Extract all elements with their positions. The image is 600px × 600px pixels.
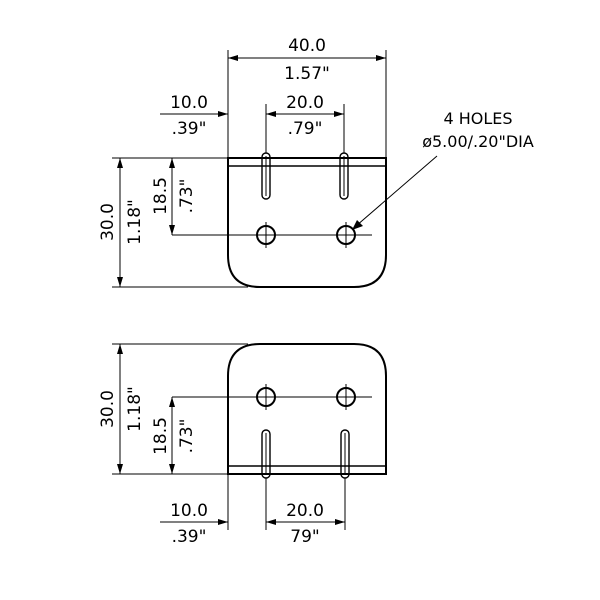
dim-edge-offset-mm-top: 10.0 [170, 93, 208, 113]
bottom-view [172, 343, 387, 479]
dim-height-mm-top: 30.0 [98, 203, 118, 241]
dim-width-top: 40.0 1.57" [228, 36, 386, 84]
dim-hole-height-mm-top: 18.5 [151, 177, 171, 215]
holes-note-line1: 4 HOLES [443, 109, 512, 128]
dim-hole-spacing-top: 20.0 .79" [266, 93, 344, 139]
dim-width-in: 1.57" [284, 64, 330, 84]
dim-hole-spacing-mm-bottom: 20.0 [286, 501, 324, 521]
dim-hole-height-top: 18.5 .73" [151, 158, 197, 235]
top-bracket-outline [227, 157, 387, 288]
dim-width-mm: 40.0 [288, 36, 326, 56]
top-view [172, 152, 387, 288]
dim-hole-spacing-mm-top: 20.0 [286, 93, 324, 113]
dim-edge-offset-in-top: .39" [172, 119, 207, 139]
holes-note: 4 HOLES ø5.00/.20"DIA [352, 109, 534, 230]
holes-note-leader-arrow [352, 220, 363, 230]
dim-edge-offset-in-bottom: .39" [172, 527, 207, 547]
dim-hole-height-in-bottom: .73" [177, 419, 197, 454]
dim-edge-offset-top: 10.0 .39" [160, 93, 228, 139]
dim-hole-height-bottom: 18.5 .73" [151, 397, 197, 474]
holes-note-leader [355, 155, 438, 227]
dim-height-top: 30.0 1.18" [98, 158, 145, 287]
dim-edge-offset-mm-bottom: 10.0 [170, 501, 208, 521]
dim-height-in-bottom: 1.18" [125, 386, 145, 432]
dim-hole-spacing-in-top: .79" [288, 119, 323, 139]
holes-note-line2: ø5.00/.20"DIA [422, 132, 534, 151]
dim-edge-offset-bottom: 10.0 .39" [160, 501, 228, 547]
dim-hole-spacing-bottom: 20.0 79" [266, 501, 345, 547]
bottom-bracket-outline [227, 343, 387, 475]
dim-hole-height-mm-bottom: 18.5 [151, 417, 171, 455]
dim-height-mm-bottom: 30.0 [98, 390, 118, 428]
dim-hole-height-in-top: .73" [177, 179, 197, 214]
dim-height-in-top: 1.18" [125, 199, 145, 245]
dim-height-bottom: 30.0 1.18" [98, 344, 145, 474]
dim-hole-spacing-in-bottom: 79" [290, 527, 319, 547]
